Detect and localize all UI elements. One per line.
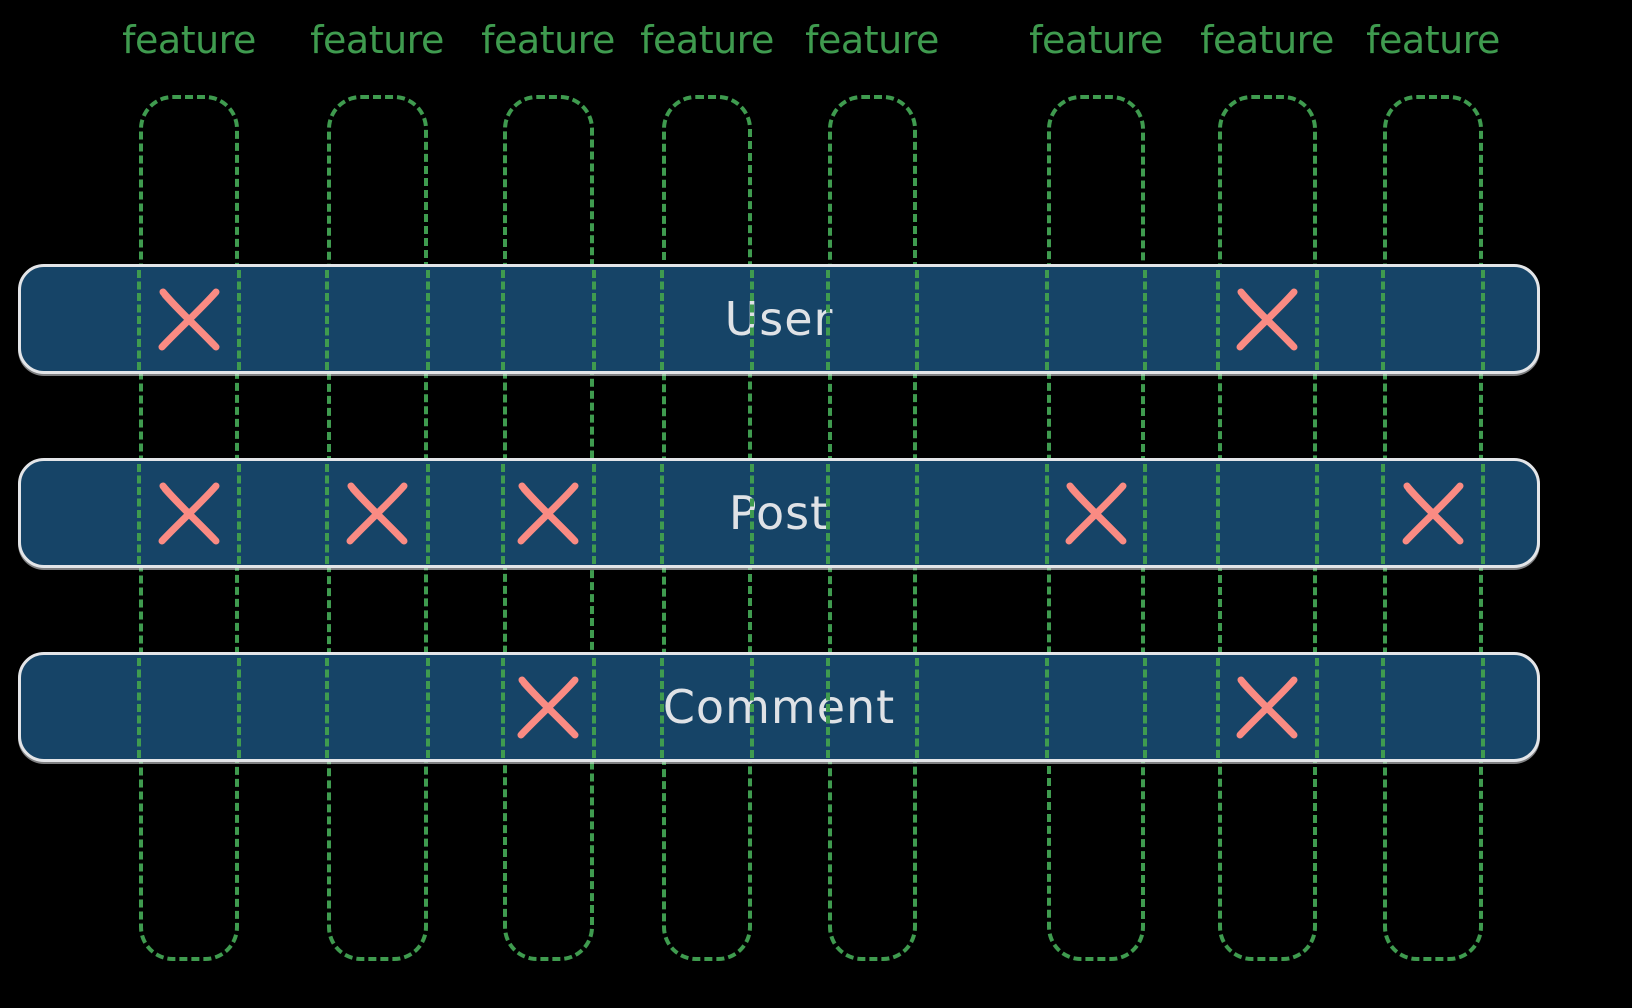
feature-gridline-overlay xyxy=(915,658,919,758)
feature-label-6: feature xyxy=(1029,18,1163,62)
feature-gridline-overlay xyxy=(1381,464,1385,564)
feature-gridline-overlay xyxy=(137,464,141,564)
feature-label-5: feature xyxy=(805,18,939,62)
feature-gridline-overlay xyxy=(1481,464,1485,564)
feature-gridline-overlay xyxy=(1481,658,1485,758)
entity-name-label: Post xyxy=(728,486,830,540)
feature-gridline-overlay xyxy=(826,270,830,370)
feature-gridline-overlay xyxy=(750,464,754,564)
feature-gridline-overlay xyxy=(915,464,919,564)
entity-name-label: Comment xyxy=(662,680,896,734)
feature-gridline-overlay xyxy=(325,270,329,370)
feature-gridline-overlay xyxy=(592,464,596,564)
feature-gridline-overlay xyxy=(1381,658,1385,758)
feature-gridline-overlay xyxy=(660,270,664,370)
feature-label-4: feature xyxy=(640,18,774,62)
feature-gridline-overlay xyxy=(426,658,430,758)
feature-gridline-overlay xyxy=(325,464,329,564)
feature-gridline-overlay xyxy=(750,270,754,370)
feature-gridline-overlay xyxy=(1216,464,1220,564)
feature-gridline-overlay xyxy=(1315,658,1319,758)
feature-gridline-overlay xyxy=(137,658,141,758)
entity-bar-user[interactable]: User xyxy=(18,264,1540,374)
feature-gridline-overlay xyxy=(237,464,241,564)
feature-gridline-overlay xyxy=(137,270,141,370)
feature-label-2: feature xyxy=(310,18,444,62)
feature-gridline-overlay xyxy=(592,658,596,758)
feature-gridline-overlay xyxy=(426,270,430,370)
feature-label-1: feature xyxy=(122,18,256,62)
feature-gridline-overlay xyxy=(1143,464,1147,564)
entity-bar-post[interactable]: Post xyxy=(18,458,1540,568)
entity-bar-comment[interactable]: Comment xyxy=(18,652,1540,762)
feature-gridline-overlay xyxy=(325,658,329,758)
feature-gridline-overlay xyxy=(1143,658,1147,758)
feature-label-8: feature xyxy=(1366,18,1500,62)
feature-gridline-overlay xyxy=(1045,270,1049,370)
feature-gridline-overlay xyxy=(1381,270,1385,370)
feature-gridline-overlay xyxy=(1045,658,1049,758)
feature-gridline-overlay xyxy=(1045,464,1049,564)
feature-gridline-overlay xyxy=(660,464,664,564)
entity-name-label: User xyxy=(724,292,834,346)
feature-gridline-overlay xyxy=(1216,658,1220,758)
feature-gridline-overlay xyxy=(750,658,754,758)
feature-gridline-overlay xyxy=(237,270,241,370)
feature-gridline-overlay xyxy=(915,270,919,370)
feature-gridline-overlay xyxy=(1216,270,1220,370)
feature-gridline-overlay xyxy=(501,270,505,370)
feature-gridline-overlay xyxy=(826,658,830,758)
feature-gridline-overlay xyxy=(592,270,596,370)
feature-gridline-overlay xyxy=(501,464,505,564)
feature-gridline-overlay xyxy=(1481,270,1485,370)
feature-gridline-overlay xyxy=(1143,270,1147,370)
feature-gridline-overlay xyxy=(426,464,430,564)
feature-gridline-overlay xyxy=(1315,464,1319,564)
feature-gridline-overlay xyxy=(501,658,505,758)
feature-label-7: feature xyxy=(1200,18,1334,62)
feature-gridline-overlay xyxy=(826,464,830,564)
feature-gridline-overlay xyxy=(237,658,241,758)
feature-label-3: feature xyxy=(481,18,615,62)
feature-gridline-overlay xyxy=(660,658,664,758)
feature-gridline-overlay xyxy=(1315,270,1319,370)
